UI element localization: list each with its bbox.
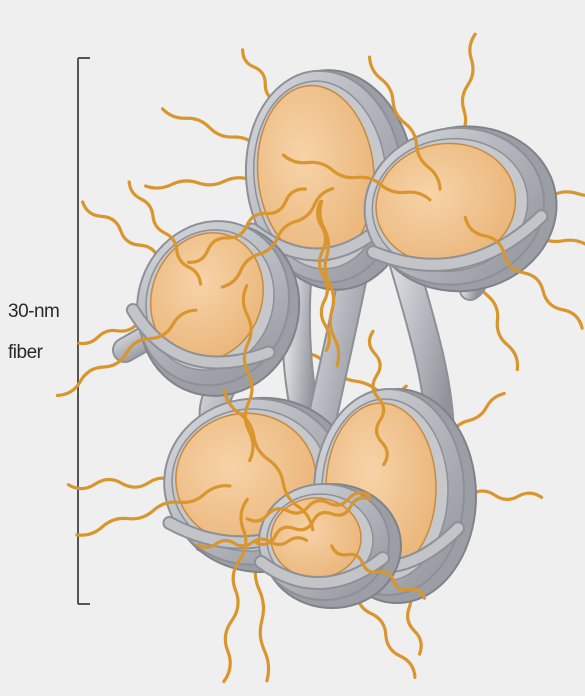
fiber-label-line-1: 30-nm xyxy=(8,302,59,321)
fiber-label-line-2: fiber xyxy=(8,343,42,362)
scale-bracket xyxy=(78,58,90,604)
